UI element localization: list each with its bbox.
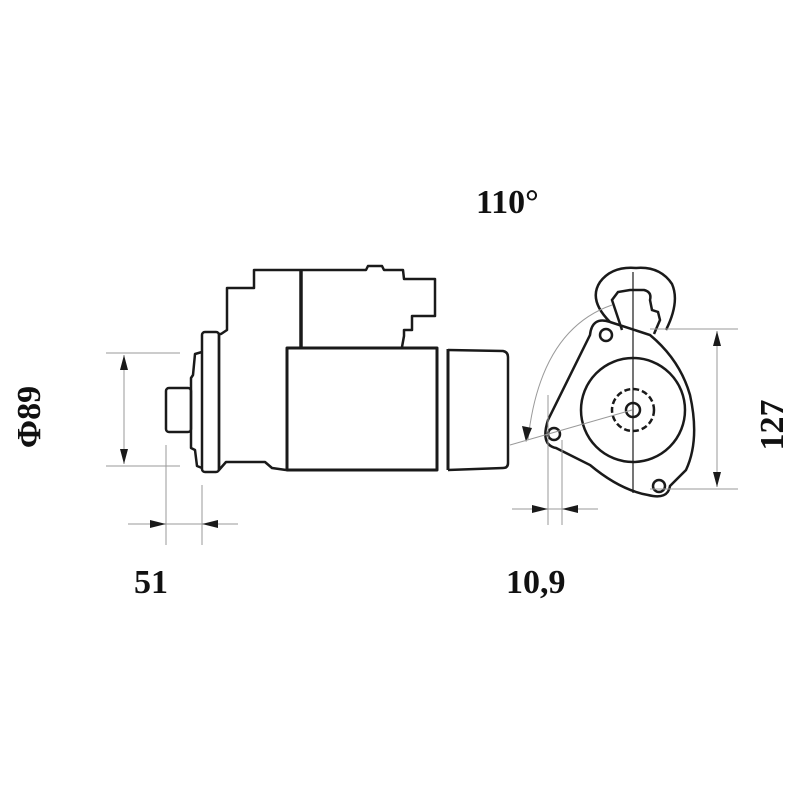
hole-spacing-label: 10,9 [506, 564, 566, 601]
side-dimensions [106, 352, 238, 545]
motor-end-cap [447, 348, 510, 472]
dim-arrow-right-icon [150, 520, 166, 528]
mounting-hole-bottom [651, 478, 667, 494]
front-view [544, 266, 696, 498]
mounting-hole-top [598, 327, 614, 343]
angle-arc [527, 304, 613, 441]
angle-label: 110° [476, 184, 539, 221]
terminal-inner [610, 288, 662, 335]
terminal-loop [594, 266, 677, 331]
flange-step [189, 350, 203, 470]
diameter-label: Φ89 [11, 385, 48, 449]
dim-arrow-down-icon-2 [713, 472, 721, 487]
angle-arrow-icon [522, 426, 532, 442]
dim-arrow-up-icon [120, 355, 128, 370]
front-dimensions [509, 304, 738, 525]
dim-arrow-right-icon-2 [532, 505, 548, 513]
side-view [164, 264, 510, 474]
dim-arrow-up-icon-2 [713, 331, 721, 346]
height-label: 127 [754, 399, 791, 451]
pinion-boss [164, 386, 193, 434]
dim-arrow-left-icon-2 [562, 505, 578, 513]
motor-body [285, 346, 439, 472]
solenoid-outline [301, 264, 437, 348]
dim-arrow-down-icon [120, 449, 128, 464]
dim-arrow-left-icon [202, 520, 218, 528]
front-flange-outline [544, 319, 696, 498]
mounting-flange [200, 330, 221, 474]
drive-housing-outline [217, 268, 301, 472]
flange-offset-label: 51 [134, 564, 168, 601]
